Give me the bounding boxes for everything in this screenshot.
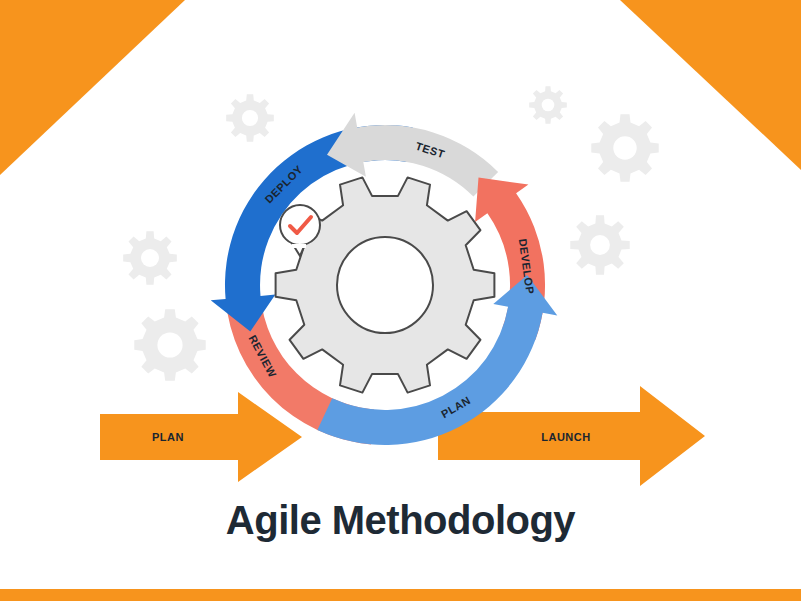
orange-arrow bbox=[100, 392, 302, 482]
background-gear bbox=[226, 94, 274, 142]
background-gear bbox=[529, 86, 567, 124]
check-mark bbox=[290, 217, 311, 233]
bottom-bar bbox=[0, 589, 801, 601]
corner-triangle bbox=[0, 0, 185, 175]
background-gear bbox=[123, 231, 177, 285]
background-gear-hole bbox=[141, 249, 159, 267]
background-gear bbox=[134, 309, 205, 380]
bubble-join bbox=[292, 244, 306, 248]
gear-hole bbox=[337, 237, 433, 333]
background-gear-hole bbox=[590, 235, 610, 255]
gear bbox=[276, 177, 495, 392]
background-gear-hole bbox=[157, 332, 182, 357]
check-bubble bbox=[280, 205, 320, 245]
background-gear bbox=[591, 114, 658, 181]
bubble-tail bbox=[292, 242, 306, 256]
arrow-label: LAUNCH bbox=[541, 432, 590, 443]
background-gear-hole bbox=[542, 99, 555, 112]
diagram-title: Agile Methodology bbox=[0, 498, 801, 542]
background-gear-hole bbox=[613, 136, 636, 159]
background-gear bbox=[570, 215, 629, 274]
arrow-label: PLAN bbox=[152, 432, 184, 443]
background-gear-hole bbox=[242, 110, 258, 126]
